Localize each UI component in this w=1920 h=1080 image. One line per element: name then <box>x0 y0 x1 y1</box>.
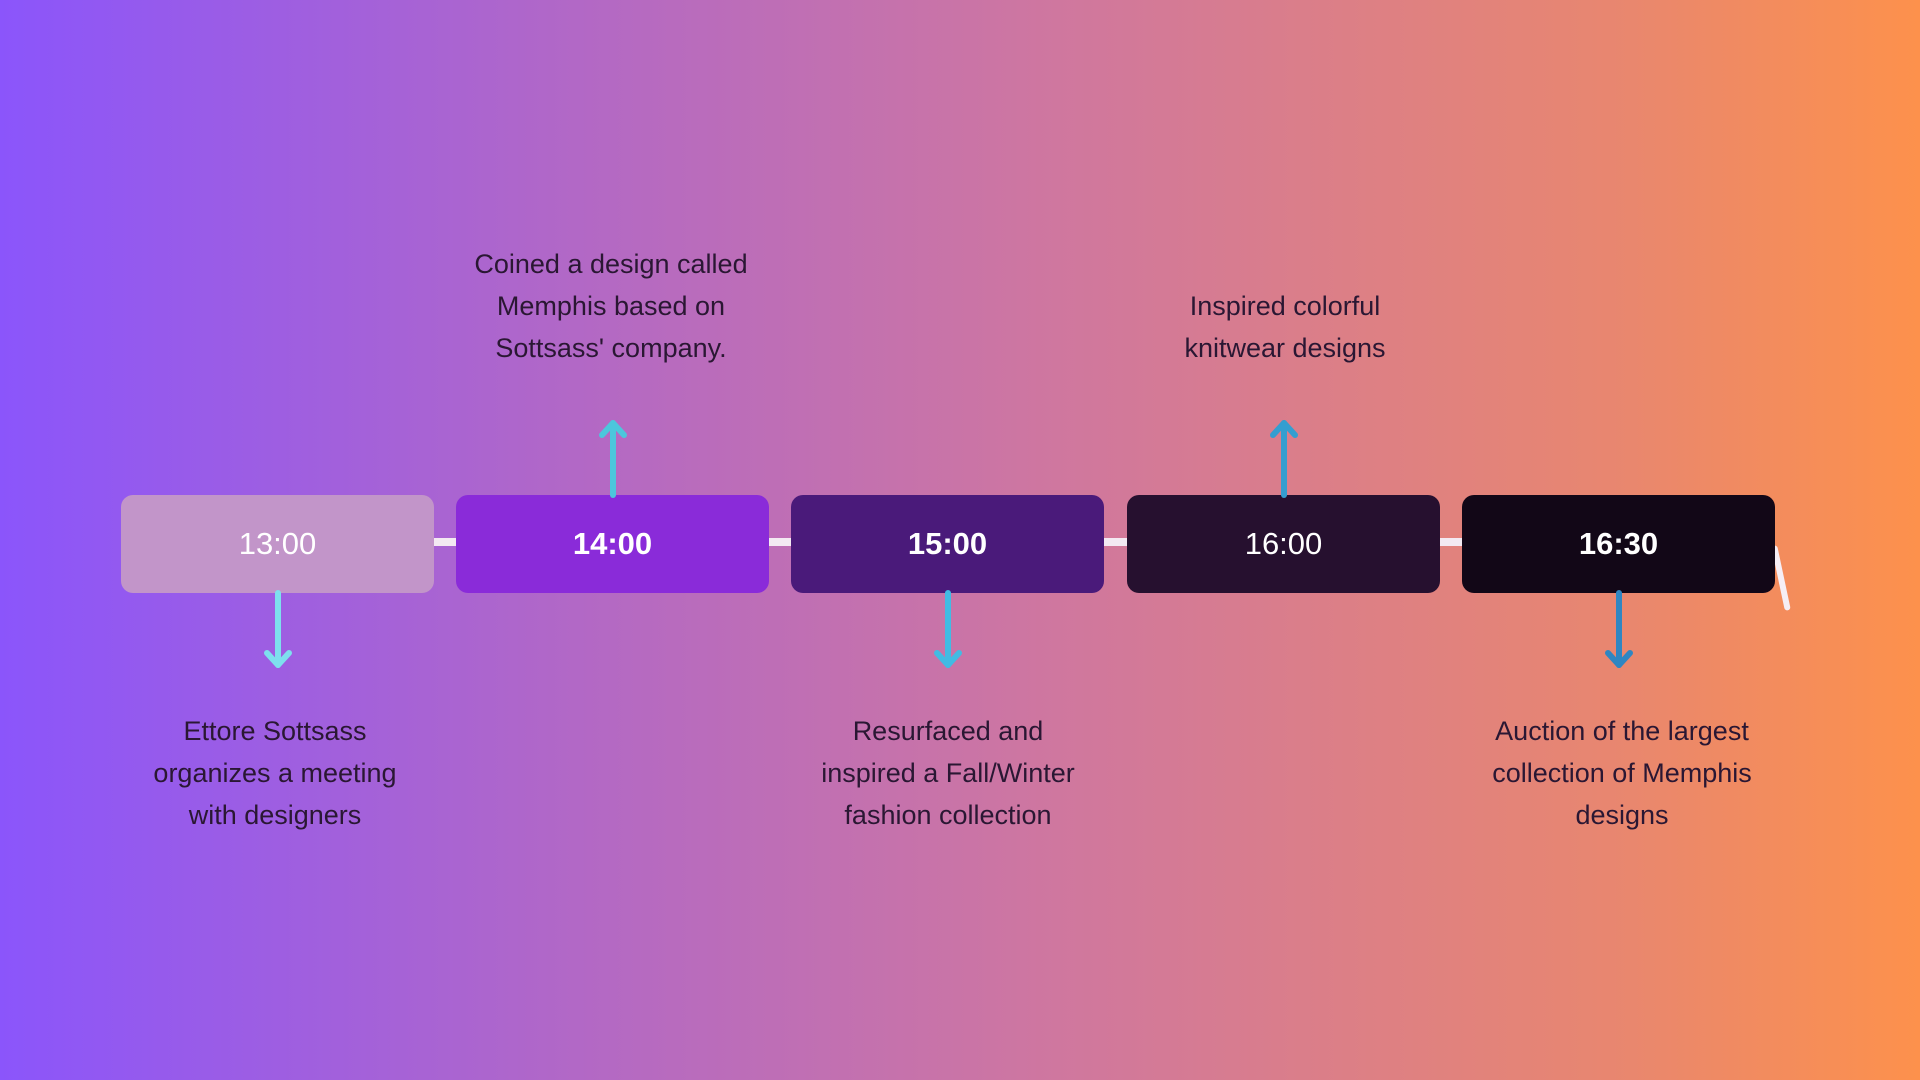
time-label: 14:00 <box>572 526 653 561</box>
event-caption: Coined a design called Memphis based on … <box>474 249 748 363</box>
time-box-1300: 13:00 <box>121 495 434 593</box>
arrow-up-icon <box>599 420 627 498</box>
arrow-down-icon <box>1605 590 1633 668</box>
connector-line <box>769 538 793 546</box>
arrow-down-icon <box>264 590 292 668</box>
event-caption: Ettore Sottsass organizes a meeting with… <box>153 716 397 830</box>
time-box-1500: 15:00 <box>791 495 1104 593</box>
time-label: 13:00 <box>238 526 317 561</box>
time-label: 15:00 <box>907 526 988 561</box>
event-caption: Auction of the largest collection of Mem… <box>1492 716 1752 830</box>
time-label: 16:00 <box>1244 526 1323 561</box>
time-box-1630: 16:30 <box>1462 495 1775 593</box>
event-caption: Inspired colorful knitwear designs <box>1184 291 1386 363</box>
arrow-down-icon <box>934 590 962 668</box>
time-box-1400: 14:00 <box>456 495 769 593</box>
event-caption: Resurfaced and inspired a Fall/Winter fa… <box>821 716 1075 830</box>
arrow-up-icon <box>1270 420 1298 498</box>
connector-line <box>1104 538 1128 546</box>
connector-line <box>1440 538 1464 546</box>
time-box-1600: 16:00 <box>1127 495 1440 593</box>
time-label: 16:30 <box>1578 526 1659 561</box>
connector-line <box>434 538 458 546</box>
